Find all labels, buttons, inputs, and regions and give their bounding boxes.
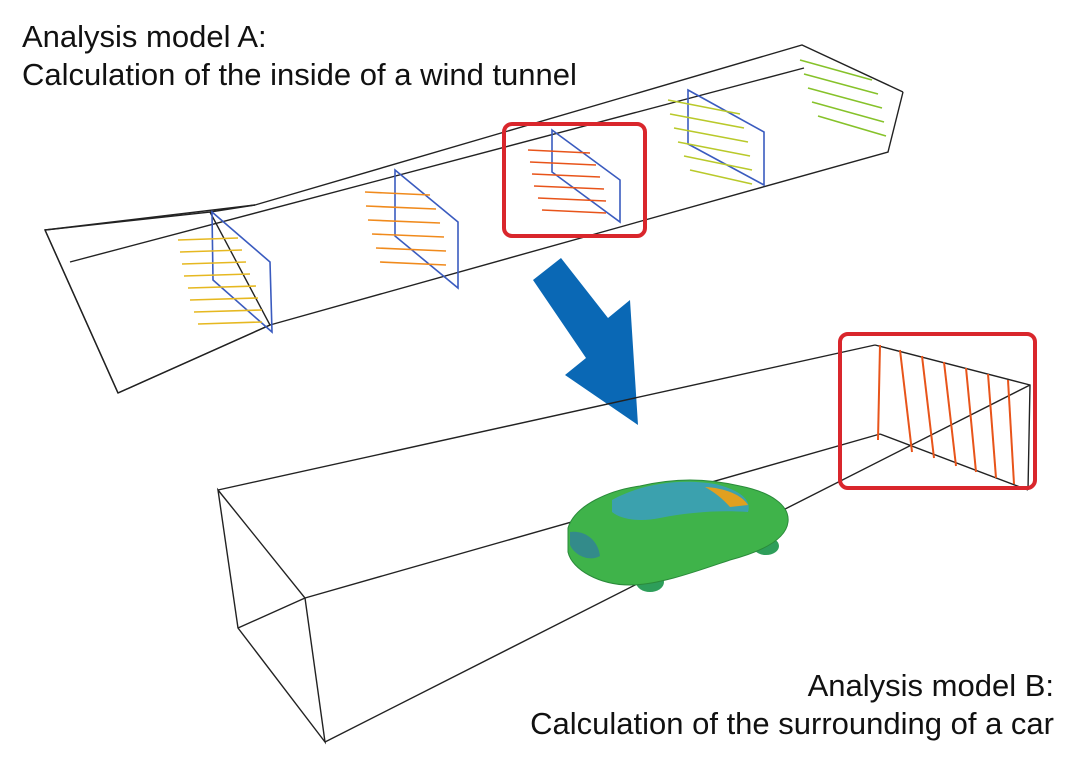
vector-cluster-2 (364, 191, 447, 266)
analysis-model-a-caption: Analysis model A: Calculation of the ins… (22, 18, 577, 94)
wind-tunnel-a-wireframe (43, 44, 904, 394)
analysis-model-a-subtitle: Calculation of the inside of a wind tunn… (22, 57, 577, 92)
tunnel-a-section-planes (211, 88, 765, 334)
tunnel-b-velocity-vectors (877, 344, 1015, 485)
vector-cluster-4 (667, 99, 753, 185)
analysis-model-b-caption: Analysis model B: Calculation of the sur… (530, 667, 1054, 743)
down-right-arrow-icon (533, 258, 638, 425)
tunnel-a-velocity-vectors (177, 59, 887, 325)
vector-cluster-5 (799, 59, 887, 137)
analysis-model-b-subtitle: Calculation of the surrounding of a car (530, 706, 1054, 741)
highlight-box-tunnel-b (838, 332, 1037, 490)
vector-cluster-3 (527, 149, 607, 214)
analysis-model-b-title: Analysis model B: (807, 668, 1054, 703)
vector-cluster-1 (177, 237, 263, 325)
analysis-model-a-title: Analysis model A: (22, 19, 267, 54)
car-model-icon (567, 479, 789, 592)
highlight-box-tunnel-a (502, 122, 647, 238)
